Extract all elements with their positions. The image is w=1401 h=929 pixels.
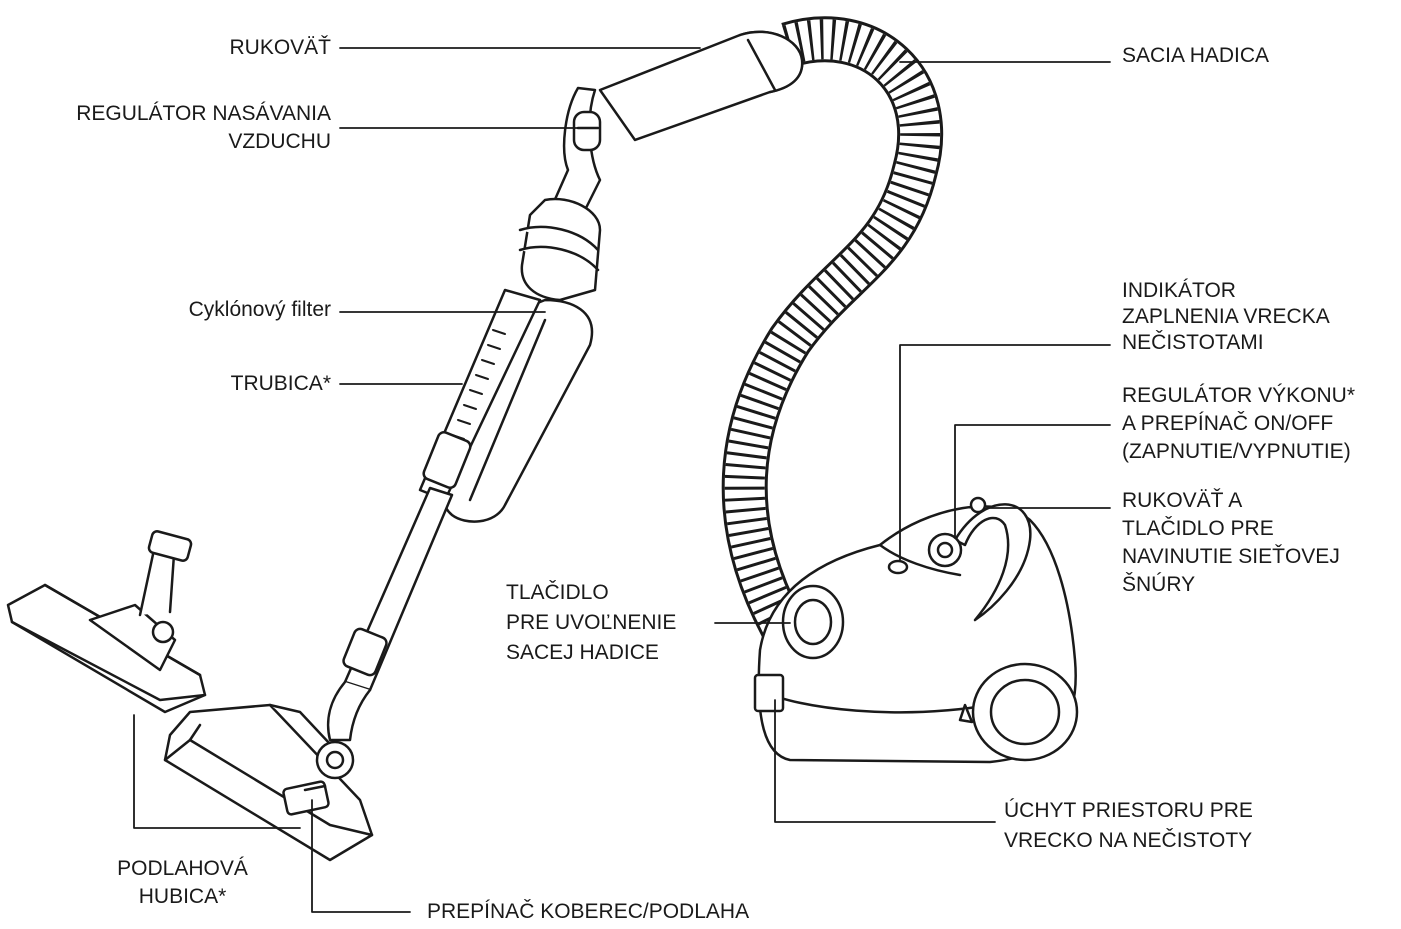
floor-nozzle [163,703,374,862]
label-handle: RUKOVÄŤ [229,36,331,59]
cyclone-filter-body [441,197,602,523]
label-floor-nozzle: PODLAHOVÁ HUBICA* [117,857,248,908]
label-handle-cord-button: RUKOVÄŤ A TLAČIDLO PRE NAVINUTIE SIEŤOVE… [1122,489,1340,596]
vacuum-body [753,496,1079,764]
label-carpet-floor-switch: PREPÍNAČ KOBEREC/PODLAHA [427,900,750,923]
label-cyclone-filter: Cyklónový filter [188,298,331,321]
label-hose-release-button: TLAČIDLO PRE UVOĽNENIE SACEJ HADICE [506,581,677,664]
label-bag-compartment-latch: ÚCHYT PRIESTORU PRE VRECKO NA NEČISTOTY [1004,799,1253,852]
spare-floor-nozzle [6,530,207,714]
label-air-regulator: REGULÁTOR NASÁVANIA VZDUCHU [76,102,331,153]
suction-hose [721,16,944,652]
leader-lines [133,47,1111,913]
handle [543,30,804,232]
label-suction-hose: SACIA HADICA [1122,44,1270,67]
label-power-regulator: REGULÁTOR VÝKONU* A PREPÍNAČ ON/OFF (ZAP… [1122,384,1355,463]
tube [326,288,542,742]
label-tube: TRUBICA* [230,372,331,395]
label-bag-indicator: INDIKÁTOR ZAPLNENIA VRECKA NEČISTOTAMI [1122,279,1330,354]
